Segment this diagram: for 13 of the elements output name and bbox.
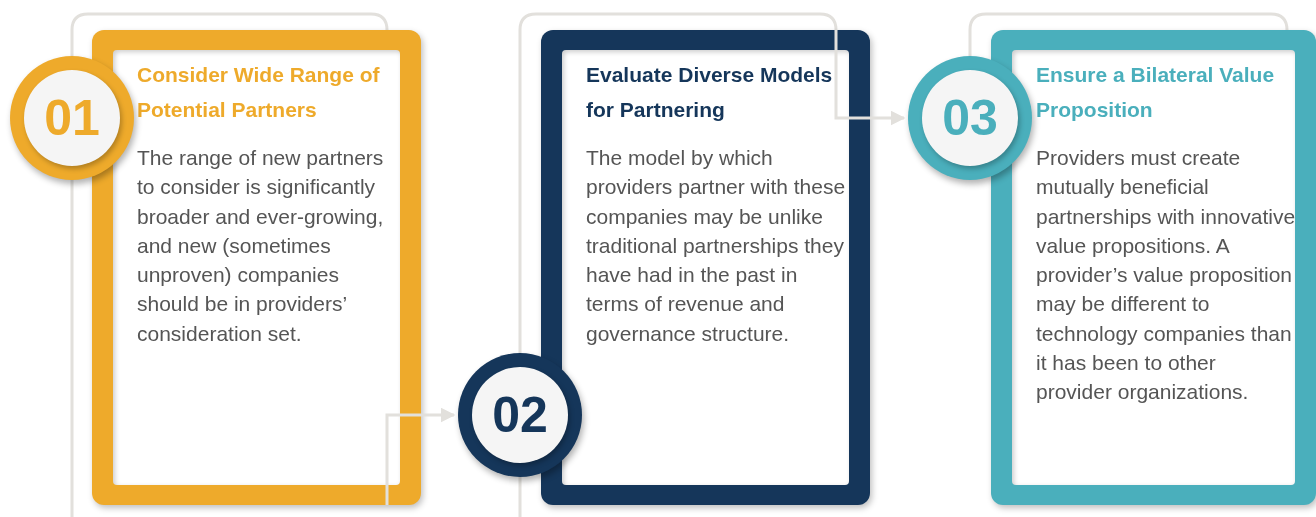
step-description: The model by which providers partner with these companies may be unlike traditional partnerships they have had in the past in terms of revenue and governance structure. [586, 145, 847, 347]
step-number: 03 [942, 89, 998, 147]
step-number-circle [10, 56, 134, 180]
step-number: 02 [492, 386, 548, 444]
step-heading: Ensure a Bilateral Value Proposition [1036, 62, 1276, 123]
step-heading: Consider Wide Range of Potential Partners [137, 62, 381, 123]
step-description: Providers must create mutually beneficial partnerships with innovative value propositions. A provider’s value proposition may be different to technology companies than it has been to other provider organizations. [1036, 145, 1296, 406]
connector-arrow [385, 407, 456, 505]
step-description: The range of new partners to consider is significantly broader and ever-growing, and new (sometimes unproven) companies should be in providers’ consideration set. [137, 145, 385, 347]
step-number: 01 [44, 89, 100, 147]
step-number-circle [908, 56, 1032, 180]
step-heading: Evaluate Diverse Models for Partnering [586, 62, 834, 123]
connector-arrow [834, 30, 906, 126]
